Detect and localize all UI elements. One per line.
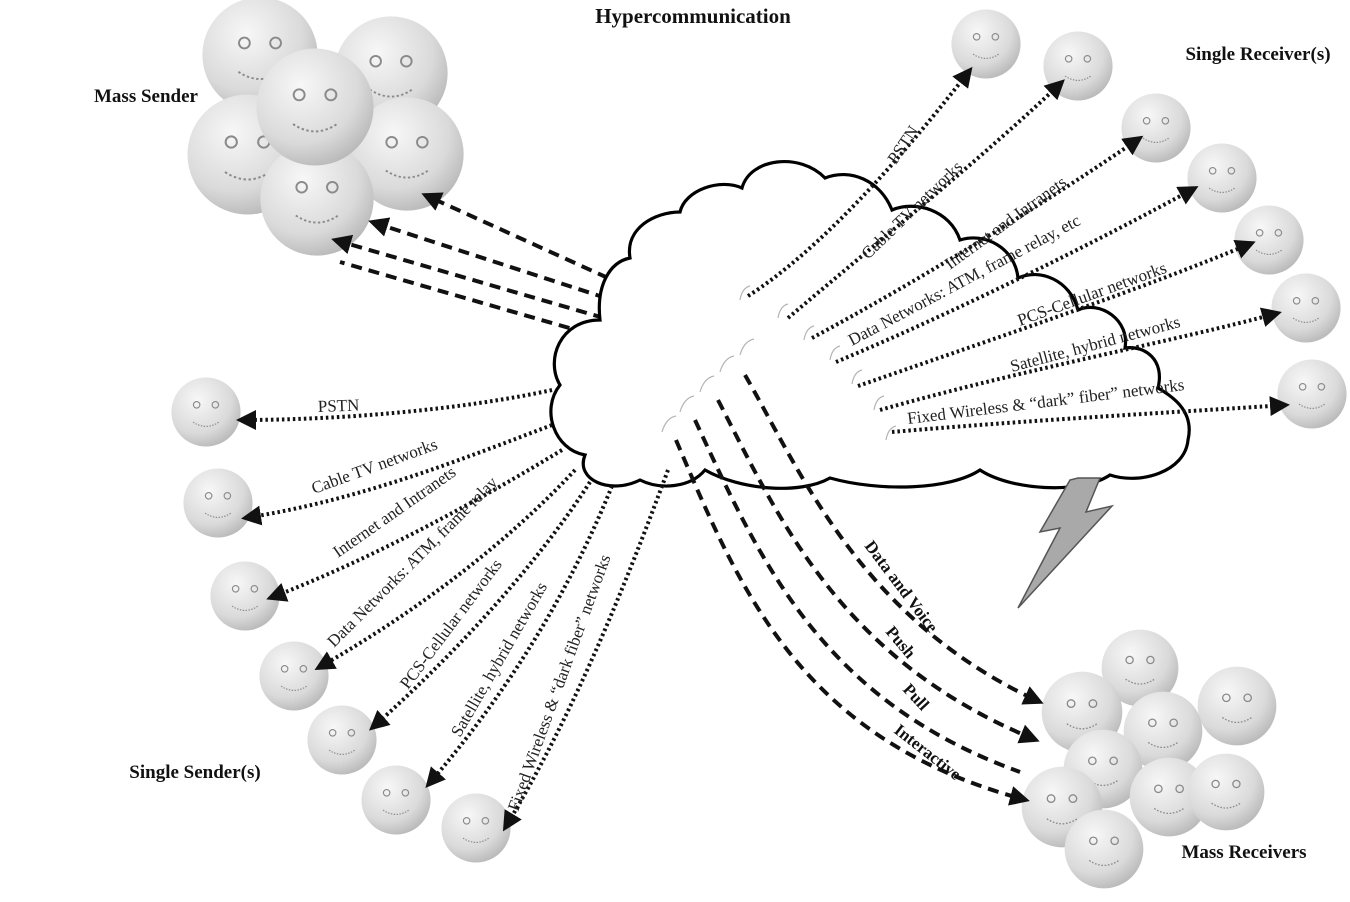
diagram-title: Hypercommunication bbox=[595, 4, 791, 28]
cloud-swirl bbox=[885, 425, 897, 441]
mass-sender-link bbox=[421, 192, 609, 280]
network-link bbox=[811, 135, 1144, 340]
face-icon bbox=[1063, 808, 1145, 890]
face-icon bbox=[255, 47, 375, 167]
mass-sender-links bbox=[331, 192, 609, 340]
network-link bbox=[314, 468, 577, 670]
mass-sender-link bbox=[368, 217, 607, 300]
cloud-shape bbox=[549, 160, 1191, 490]
mode-labels: Data and Voice Push Pull Interactive bbox=[861, 537, 965, 784]
cloud-swirl bbox=[739, 285, 751, 301]
cloud-swirl bbox=[851, 369, 863, 385]
face-icon bbox=[170, 376, 242, 448]
face-icon bbox=[1270, 272, 1342, 344]
single-senders-label: Single Sender(s) bbox=[129, 762, 260, 783]
network-link bbox=[857, 239, 1256, 388]
single-sender-links bbox=[236, 388, 670, 832]
face-icon bbox=[1233, 204, 1305, 276]
network-link bbox=[241, 423, 553, 526]
network-cloud bbox=[549, 160, 1191, 490]
face-icon bbox=[209, 560, 281, 632]
face-icon bbox=[1120, 92, 1192, 164]
face-icon bbox=[360, 764, 432, 836]
face-icon bbox=[1042, 30, 1114, 102]
network-link bbox=[891, 396, 1290, 434]
network-link bbox=[835, 186, 1199, 364]
mass-sender-faces bbox=[186, 0, 465, 257]
mode-label: Pull bbox=[899, 680, 933, 715]
face-icon bbox=[1186, 142, 1258, 214]
mass-receivers-label: Mass Receivers bbox=[1181, 842, 1306, 863]
network-label: Fixed Wireless & “dark fiber” networks bbox=[504, 552, 615, 814]
mode-link bbox=[716, 399, 1040, 744]
cloud-swirl bbox=[829, 345, 841, 361]
mode-label: Data and Voice bbox=[861, 537, 942, 636]
cloud-swirl bbox=[777, 303, 789, 319]
mass-receiver-links bbox=[674, 373, 1044, 806]
mode-link bbox=[674, 439, 1030, 806]
single-receivers-label: Single Receiver(s) bbox=[1185, 44, 1330, 65]
network-link bbox=[425, 485, 614, 789]
cloud-swirl bbox=[661, 415, 677, 433]
mode-link bbox=[693, 419, 1021, 774]
mode-label: Push bbox=[882, 622, 920, 662]
single-receiver-links bbox=[746, 66, 1290, 434]
cloud-swirl bbox=[873, 395, 885, 411]
network-link bbox=[502, 469, 670, 832]
mass-sender-link bbox=[339, 260, 605, 340]
face-icon bbox=[1186, 752, 1266, 832]
network-label: PSTN bbox=[884, 122, 923, 167]
network-link bbox=[266, 448, 564, 602]
network-label: PSTN bbox=[317, 396, 359, 416]
mass-sender-label: Mass Sender bbox=[94, 86, 199, 107]
network-link bbox=[236, 388, 553, 430]
network-link bbox=[746, 66, 973, 298]
network-link bbox=[786, 79, 1065, 320]
cloud-swirl bbox=[719, 355, 735, 373]
face-icon bbox=[1196, 665, 1278, 747]
lightning-bolt-icon bbox=[1017, 477, 1115, 609]
face-icon bbox=[440, 792, 512, 864]
cloud-swirl bbox=[699, 375, 715, 393]
face-icon bbox=[258, 640, 330, 712]
mass-sender-link bbox=[331, 234, 605, 320]
face-icon bbox=[306, 704, 378, 776]
face-icon bbox=[950, 8, 1022, 80]
face-icon bbox=[1276, 358, 1348, 430]
network-link bbox=[369, 480, 592, 731]
mode-label: Interactive bbox=[891, 720, 966, 784]
cloud-swirl bbox=[803, 325, 815, 341]
network-link bbox=[879, 307, 1282, 412]
cloud-swirl bbox=[739, 338, 755, 356]
face-icon bbox=[182, 467, 254, 539]
cloud-swirl bbox=[679, 395, 695, 413]
